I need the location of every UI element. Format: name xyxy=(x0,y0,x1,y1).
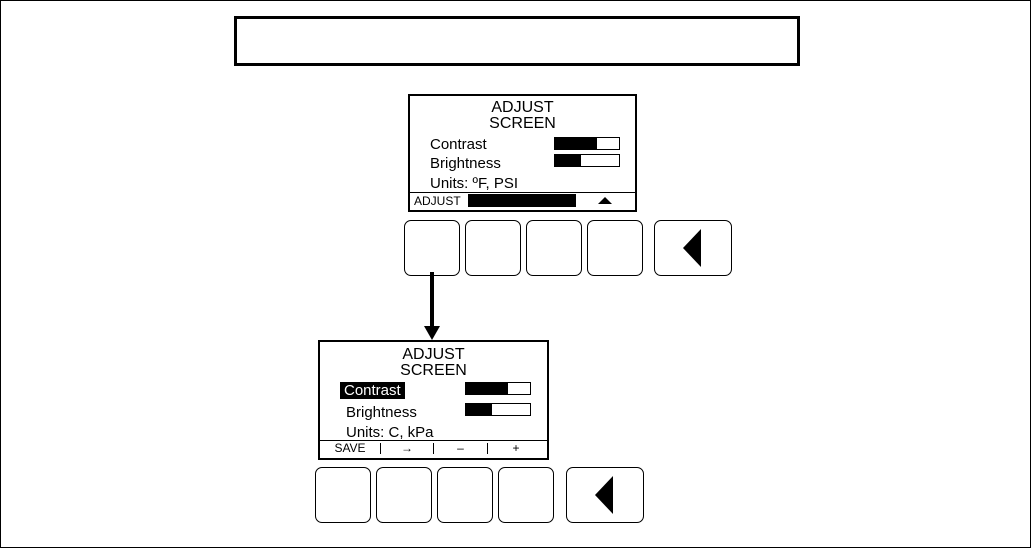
contrast-bar-fill xyxy=(466,383,508,394)
brightness-bar xyxy=(554,154,620,167)
contrast-label: Contrast xyxy=(430,136,487,153)
display-screen-top: ADJUST SCREEN Contrast Brightness Units:… xyxy=(408,94,637,212)
screen-title-line2: SCREEN xyxy=(400,362,467,379)
left-triangle-icon xyxy=(595,476,613,514)
brightness-label: Brightness xyxy=(346,404,417,421)
brightness-bar-fill xyxy=(555,155,581,166)
down-arrow-icon xyxy=(430,272,434,328)
screen-title-line2: SCREEN xyxy=(489,115,556,132)
softkey-button-2[interactable] xyxy=(376,467,432,523)
softkey-label-minus: – xyxy=(457,441,464,455)
softkey-separator xyxy=(380,443,381,454)
screen-title-line1: ADJUST xyxy=(402,346,465,363)
softkey-label-blank xyxy=(468,194,576,207)
back-button[interactable] xyxy=(566,467,644,523)
contrast-bar-fill xyxy=(555,138,597,149)
back-button[interactable] xyxy=(654,220,732,276)
softkey-separator xyxy=(487,443,488,454)
softkey-label-plus: + xyxy=(512,441,520,455)
up-triangle-icon xyxy=(598,197,612,204)
title-box xyxy=(234,16,800,66)
brightness-bar-fill xyxy=(466,404,492,415)
softkey-button-4[interactable] xyxy=(587,220,643,276)
softkey-button-1[interactable] xyxy=(315,467,371,523)
display-screen-bottom: ADJUST SCREEN Contrast Brightness Units:… xyxy=(318,340,549,460)
softkey-separator xyxy=(433,443,434,454)
softkey-button-2[interactable] xyxy=(465,220,521,276)
units-label: Units: C, kPa xyxy=(346,424,434,441)
down-arrow-head xyxy=(424,326,440,340)
softkey-button-3[interactable] xyxy=(526,220,582,276)
left-triangle-icon xyxy=(683,229,701,267)
softkey-label-bar: SAVE → – + xyxy=(320,440,547,457)
contrast-label-selected: Contrast xyxy=(340,382,405,399)
softkey-label-adjust: ADJUST xyxy=(414,194,461,208)
contrast-bar xyxy=(465,382,531,395)
softkey-label-save: SAVE xyxy=(334,441,366,455)
units-label: Units: ºF, PSI xyxy=(430,175,519,192)
contrast-bar xyxy=(554,137,620,150)
softkey-button-3[interactable] xyxy=(437,467,493,523)
softkey-label-next: → xyxy=(401,441,413,455)
screen-title-line1: ADJUST xyxy=(491,99,554,116)
softkey-button-4[interactable] xyxy=(498,467,554,523)
softkey-label-bar: ADJUST xyxy=(410,192,635,209)
brightness-label: Brightness xyxy=(430,155,501,172)
brightness-bar xyxy=(465,403,531,416)
softkey-button-1[interactable] xyxy=(404,220,460,276)
